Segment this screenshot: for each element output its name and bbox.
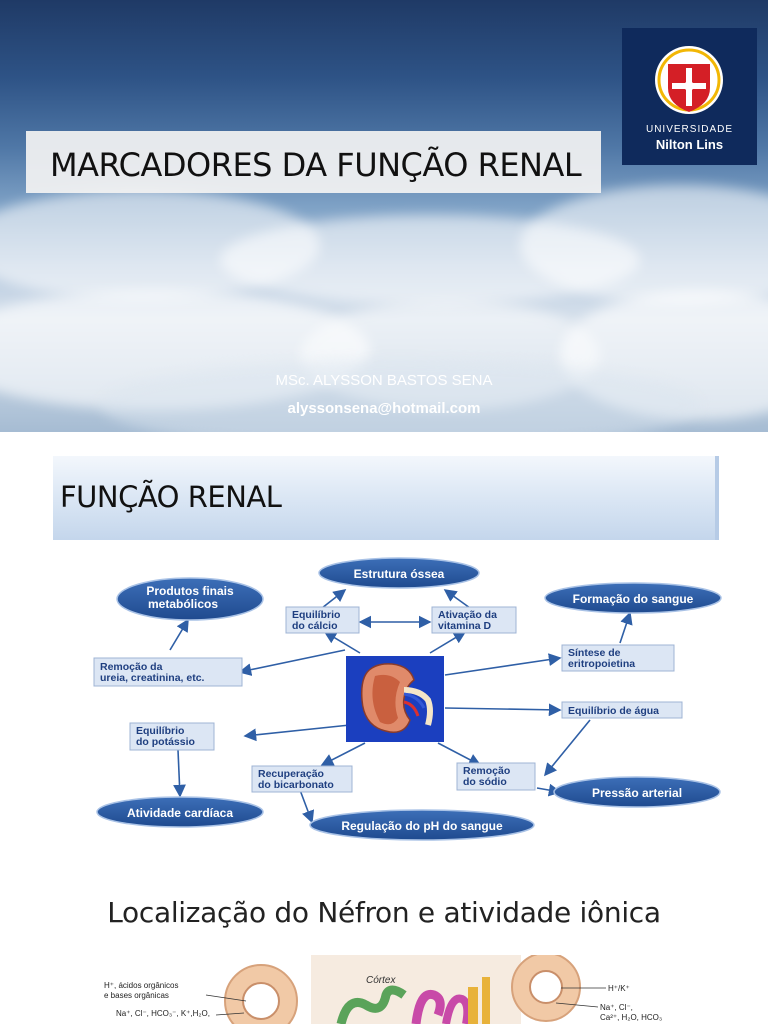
svg-text:eritropoietina: eritropoietina xyxy=(568,658,635,670)
kidney-illustration xyxy=(346,656,444,742)
right-label-2: Na⁺, Cl⁻, xyxy=(600,1003,633,1012)
oval-pressao: Pressão arterial xyxy=(553,776,721,808)
svg-text:Regulação do pH do sangue: Regulação do pH do sangue xyxy=(341,819,503,833)
svg-text:Ativação da: Ativação da xyxy=(438,609,497,621)
svg-text:Equilíbrio de água: Equilíbrio de água xyxy=(568,705,659,717)
logo-line1: UNIVERSIDADE xyxy=(645,124,733,135)
svg-text:Equilíbrio: Equilíbrio xyxy=(136,725,184,737)
box-sodio: Remoção do sódio xyxy=(456,762,536,791)
oval-regulacao: Regulação do pH do sangue xyxy=(309,809,535,841)
svg-text:Remoção da: Remoção da xyxy=(100,661,163,673)
nephron-illustration: Córtex H⁺, ácidos orgânicos e bases orgâ… xyxy=(86,955,706,1024)
nephron-slide-title: Localização do Néfron e atividade iônica xyxy=(107,896,661,929)
left-label-1: H⁺, ácidos orgânicos xyxy=(104,981,178,990)
box-bicarbonato: Recuperação do bicarbonato xyxy=(251,765,353,793)
right-label-3: Ca²⁺, H₂O, HCO₃ xyxy=(600,1013,662,1022)
svg-text:do bicarbonato: do bicarbonato xyxy=(258,779,334,791)
svg-text:metabólicos: metabólicos xyxy=(148,597,218,611)
svg-text:Pressão arterial: Pressão arterial xyxy=(592,786,682,800)
slide-header xyxy=(53,456,719,540)
oval-estrutura: Estrutura óssea xyxy=(318,557,480,589)
svg-text:Estrutura óssea: Estrutura óssea xyxy=(354,567,445,581)
svg-text:vitamina D: vitamina D xyxy=(438,620,492,632)
box-sintese: Síntese de eritropoietina xyxy=(561,644,675,672)
svg-text:Equilíbrio: Equilíbrio xyxy=(292,609,340,621)
seal-icon xyxy=(655,46,723,114)
svg-text:Síntese de: Síntese de xyxy=(568,647,621,659)
logo-line2: Nilton Lins xyxy=(655,137,724,152)
svg-text:do cálcio: do cálcio xyxy=(292,620,338,632)
presentation-title: MARCADORES DA FUNÇÃO RENAL xyxy=(50,146,582,184)
renal-function-diagram: Produtos finais metabólicos Estrutura ós… xyxy=(93,557,722,841)
oval-atividade: Atividade cardíaca xyxy=(96,796,264,828)
cloud xyxy=(520,185,768,305)
svg-text:do sódio: do sódio xyxy=(463,776,507,788)
cloud xyxy=(100,360,700,432)
left-label-2: e bases orgânicas xyxy=(104,991,169,1000)
svg-text:do potássio: do potássio xyxy=(136,736,195,748)
svg-text:Atividade cardíaca: Atividade cardíaca xyxy=(127,806,233,820)
box-calcio: Equilíbrio do cálcio xyxy=(285,606,360,634)
svg-text:Formação do sangue: Formação do sangue xyxy=(573,592,694,606)
svg-text:Produtos finais: Produtos finais xyxy=(146,584,234,598)
cortex-label: Córtex xyxy=(366,975,396,986)
box-agua: Equilíbrio de água xyxy=(561,701,683,719)
svg-text:ureia, creatinina, etc.: ureia, creatinina, etc. xyxy=(100,672,205,684)
svg-text:Remoção: Remoção xyxy=(463,765,510,777)
svg-text:Recuperação: Recuperação xyxy=(258,768,324,780)
left-label-3: Na⁺, Cl⁻, HCO₃⁻, K⁺,H₂O, xyxy=(116,1009,210,1018)
box-remocao-ureia: Remoção da ureia, creatinina, etc. xyxy=(93,657,243,687)
author-email: alyssonsena@hotmail.com xyxy=(287,400,481,417)
title-box xyxy=(26,131,601,193)
oval-produtos: Produtos finais metabólicos xyxy=(116,577,264,621)
author-name: MSc. ALYSSON BASTOS SENA xyxy=(275,372,493,389)
oval-formacao: Formação do sangue xyxy=(544,582,722,614)
box-potassio: Equilíbrio do potássio xyxy=(129,722,215,751)
slide-title: FUNÇÃO RENAL xyxy=(60,480,282,514)
box-vitamina: Ativação da vitamina D xyxy=(431,606,517,634)
university-logo xyxy=(622,28,757,165)
right-label-1: H⁺/K⁺ xyxy=(608,984,630,993)
